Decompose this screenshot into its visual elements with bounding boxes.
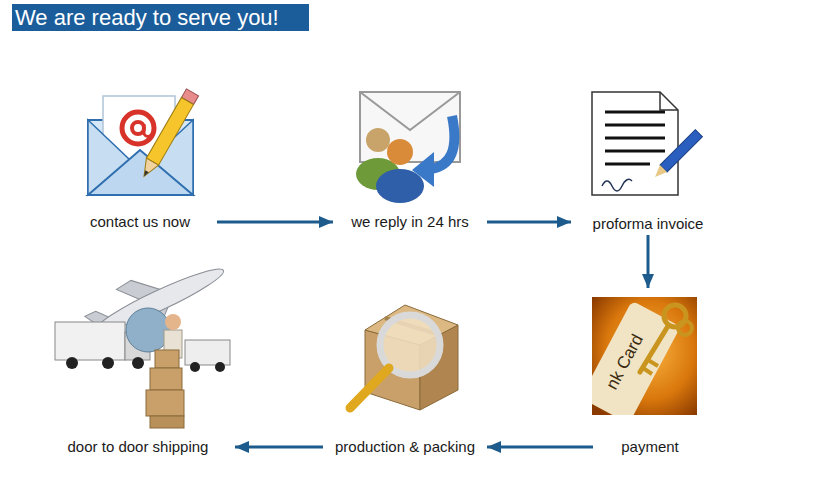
- shipping-icon-part: [215, 362, 225, 372]
- email-icon-part: [132, 122, 144, 134]
- invoice-icon-part: [592, 92, 678, 195]
- step-node: we reply in 24 hrs: [335, 85, 485, 231]
- invoice-icon-part: [660, 92, 678, 110]
- title-banner: We are ready to serve you!: [12, 4, 309, 31]
- reply-icon-part: [366, 128, 390, 152]
- shipping-icon-part: [55, 322, 125, 360]
- step-node: proforma invoice: [573, 85, 723, 233]
- step-node: door to door shipping: [43, 250, 233, 456]
- step-label: we reply in 24 hrs: [351, 213, 469, 231]
- flow-arrow: [487, 446, 593, 449]
- flow-arrow: [217, 221, 333, 224]
- reply-icon-part: [387, 139, 413, 165]
- reply-icon-part: [360, 92, 460, 130]
- shipping-icon: [55, 243, 237, 428]
- email-icon-part: [88, 150, 193, 195]
- invoice-icon-part-part: [605, 163, 650, 166]
- invoice-icon-part: [602, 179, 632, 191]
- shipping-icon-part: [190, 362, 200, 372]
- invoice-icon-part: [605, 112, 665, 164]
- step-label: proforma invoice: [593, 215, 704, 233]
- email-icon-part: [122, 112, 154, 144]
- invoice-icon-part: [651, 130, 702, 181]
- step-node: production & packing: [325, 290, 485, 456]
- invoice-icon-part-part: [660, 130, 702, 172]
- shipping-icon-part: [165, 314, 181, 330]
- invoice-icon-part-part: [605, 124, 665, 127]
- flow-arrow: [487, 221, 571, 224]
- email-icon-part-part: [142, 170, 148, 177]
- flow-arrow: [647, 235, 650, 288]
- shipping-icon-part: [185, 340, 230, 365]
- invoice-icon-part-part: [605, 150, 665, 153]
- invoice-icon-part-part: [605, 137, 665, 140]
- packing-icon-part: [350, 368, 389, 408]
- shipping-icon-part: [66, 357, 78, 369]
- shipping-icon-part: [126, 308, 170, 352]
- email-icon-part-part: [138, 158, 159, 180]
- email-icon-part: [144, 124, 154, 137]
- title-text: We are ready to serve you!: [15, 5, 279, 30]
- payment-icon-part: [648, 360, 658, 366]
- shipping-icon-part: [150, 368, 182, 390]
- shipping-icon-part: [132, 357, 144, 369]
- email-icon-part-part: [146, 98, 193, 166]
- packing-icon: [350, 305, 458, 410]
- payment-icon-part: [592, 301, 681, 415]
- step-label: contact us now: [90, 213, 190, 231]
- flow-arrow: [235, 446, 323, 449]
- payment-icon-part: [678, 321, 692, 335]
- invoice-icon-part-part: [651, 165, 667, 181]
- step-node: contact us now: [65, 85, 215, 231]
- shipping-icon-part: [155, 350, 179, 368]
- invoice-icon: [592, 92, 702, 195]
- payment-icon: [580, 297, 697, 424]
- shipping-icon-part: [150, 416, 184, 428]
- step-label: payment: [621, 438, 679, 456]
- email-icon-part: [138, 89, 199, 180]
- step-label: production & packing: [335, 438, 475, 456]
- invoice-icon-part-part: [605, 111, 665, 114]
- email-icon: [88, 89, 199, 195]
- reply-icon: [356, 92, 460, 203]
- reply-icon-part: [376, 169, 424, 203]
- step-label: door to door shipping: [68, 438, 209, 456]
- shipping-icon-part: [102, 357, 114, 369]
- reply-icon-part: [412, 152, 434, 187]
- payment-icon-part-part: [592, 301, 681, 415]
- shipping-icon-part: [146, 390, 184, 416]
- payment-icon-part: [643, 368, 652, 374]
